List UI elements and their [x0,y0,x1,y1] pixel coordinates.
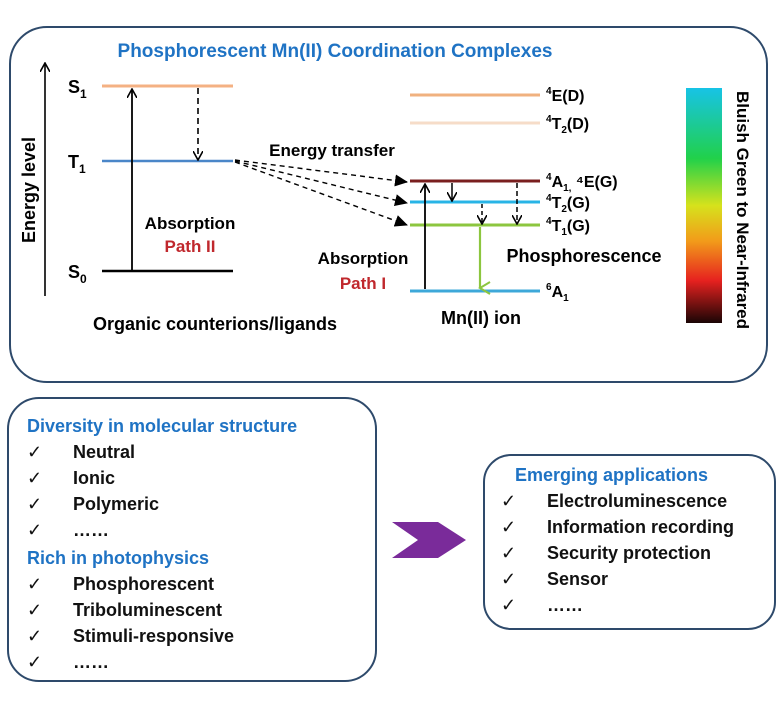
properties-panel: Diversity in molecular structure ✓Neutra… [7,397,377,682]
energy-transfer-arrow-3 [234,161,408,227]
path-i-label: Path I [340,274,386,293]
check-icon: ✓ [27,574,43,594]
check-icon: ✓ [501,491,517,511]
photophysics-item: ✓Phosphorescent [27,571,367,597]
organic-absorption-label: Absorption [145,214,236,233]
diversity-title: Diversity in molecular structure [27,416,298,436]
chevron-arrow-icon [392,522,466,558]
check-icon: ✓ [501,595,517,615]
applications-panel: Emerging applications ✓Electroluminescen… [483,454,776,630]
energy-transfer-arrow-2 [234,160,408,206]
path-ii-label: Path II [164,237,215,256]
application-item: ✓Security protection [501,540,771,566]
diversity-item: ✓…… [27,517,367,543]
application-item: ✓Sensor [501,566,771,592]
energy-transfer-arrow-1 [234,159,408,187]
check-icon: ✓ [501,517,517,537]
photophysics-item: ✓Stimuli-responsive [27,623,367,649]
application-item: ✓Electroluminescence [501,488,771,514]
s1-label: S1 [68,77,87,101]
mn-label-4e-d: 4E(D) [546,86,584,105]
photophysics-item: ✓Triboluminescent [27,597,367,623]
diversity-item: ✓Ionic [27,465,367,491]
application-item: ✓Information recording [501,514,771,540]
check-icon: ✓ [27,468,43,488]
check-icon: ✓ [501,569,517,589]
s0-label: S0 [68,262,87,286]
diversity-item: ✓Neutral [27,439,367,465]
emission-color-bar [686,88,722,323]
mn-label-4t2-g: 4T2(G) [546,193,590,215]
color-bar-label: Bluish Green to Near-Infrared [733,91,752,329]
check-icon: ✓ [27,600,43,620]
mn-label-4t1-g: 4T1(G) [546,216,590,238]
t1-label: T1 [68,152,86,176]
check-icon: ✓ [27,494,43,514]
check-icon: ✓ [501,543,517,563]
mn-caption: Mn(II) ion [441,308,521,328]
mn-label-4t2-d: 4T2(D) [546,114,589,136]
photophysics-item: ✓…… [27,649,367,675]
diversity-item: ✓Polymeric [27,491,367,517]
energy-transfer-label: Energy transfer [269,141,395,160]
diagram-title: Phosphorescent Mn(II) Coordination Compl… [118,41,553,62]
check-icon: ✓ [27,652,43,672]
application-item: ✓…… [501,592,771,618]
check-icon: ✓ [27,442,43,462]
mn-label-4a1-4e-g: 4A1, ⁴E(G) [546,172,618,194]
energy-axis-label: Energy level [19,137,39,243]
mn-label-6a1: 6A1 [546,282,569,304]
organic-caption: Organic counterions/ligands [93,314,337,334]
mn-absorption-label: Absorption [318,249,409,268]
applications-title: Emerging applications [515,465,709,485]
check-icon: ✓ [27,626,43,646]
check-icon: ✓ [27,520,43,540]
photophysics-title: Rich in photophysics [27,548,210,568]
phosphorescence-label: Phosphorescence [506,246,661,266]
